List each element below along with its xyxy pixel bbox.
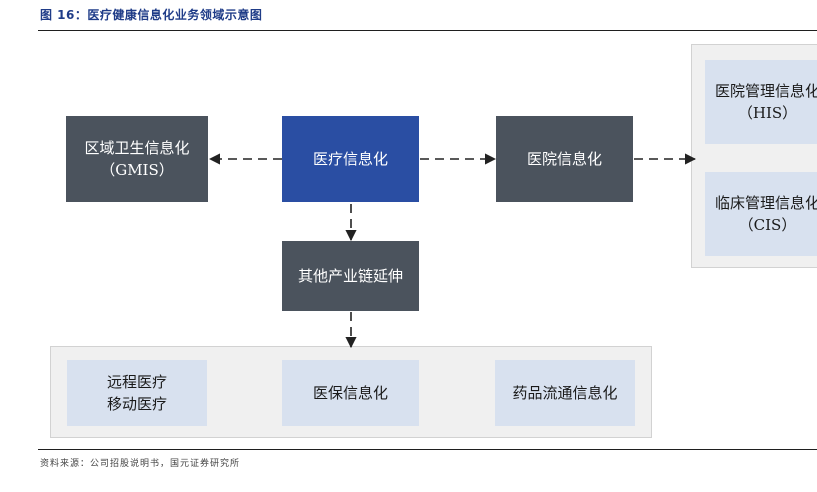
remote-medical-label: 远程医疗: [106, 373, 167, 391]
his-abbr: （HIS）: [737, 104, 798, 122]
medical-informatization-node: 医疗信息化: [282, 116, 419, 202]
source-note: 资料来源：公司招股说明书，国元证券研究所: [40, 459, 241, 469]
other-extension-node: 其他产业链延伸: [282, 241, 419, 311]
insurance-node: 医保信息化: [282, 360, 419, 426]
regional-health-label: 区域卫生信息化: [84, 139, 190, 157]
hospital-informatization-label: 医院信息化: [526, 150, 602, 168]
source-rule: [38, 449, 817, 450]
pharma-distribution-node: 药品流通信息化: [495, 360, 635, 426]
medical-informatization-label: 医疗信息化: [312, 150, 388, 168]
hospital-informatization-node: 医院信息化: [496, 116, 633, 202]
regional-health-node: 区域卫生信息化 （GMIS）: [66, 116, 208, 202]
remote-mobile-node: 远程医疗 移动医疗: [67, 360, 207, 426]
title-rule: [38, 30, 817, 31]
cis-node: 临床管理信息化 （CIS）: [705, 172, 817, 256]
his-node: 医院管理信息化 （HIS）: [705, 60, 817, 144]
other-extension-label: 其他产业链延伸: [297, 267, 403, 285]
figure-title: 图 16：医疗健康信息化业务领域示意图: [40, 8, 263, 22]
insurance-label: 医保信息化: [312, 384, 388, 402]
regional-health-abbr: （GMIS）: [100, 161, 174, 179]
mobile-medical-label: 移动医疗: [106, 395, 167, 413]
pharma-distribution-label: 药品流通信息化: [512, 384, 618, 402]
his-label: 医院管理信息化: [715, 82, 817, 100]
cis-abbr: （CIS）: [738, 216, 797, 234]
cis-label: 临床管理信息化: [715, 194, 817, 212]
